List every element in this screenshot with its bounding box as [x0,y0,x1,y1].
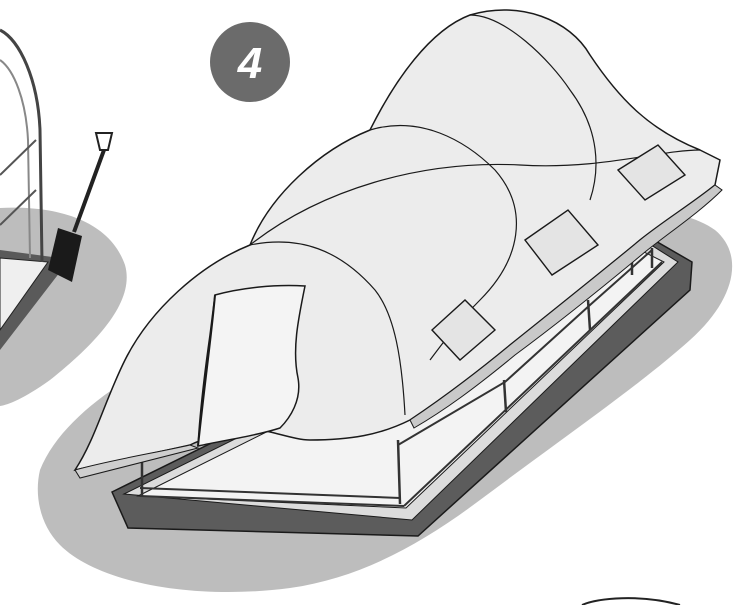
previous-step-scene [0,30,127,406]
step-number: 4 [237,39,262,88]
greenhouse-cover [75,10,720,470]
greenhouse-scene [38,10,732,592]
next-step-badge-partial [582,598,680,605]
step-badge: 4 [210,22,290,102]
